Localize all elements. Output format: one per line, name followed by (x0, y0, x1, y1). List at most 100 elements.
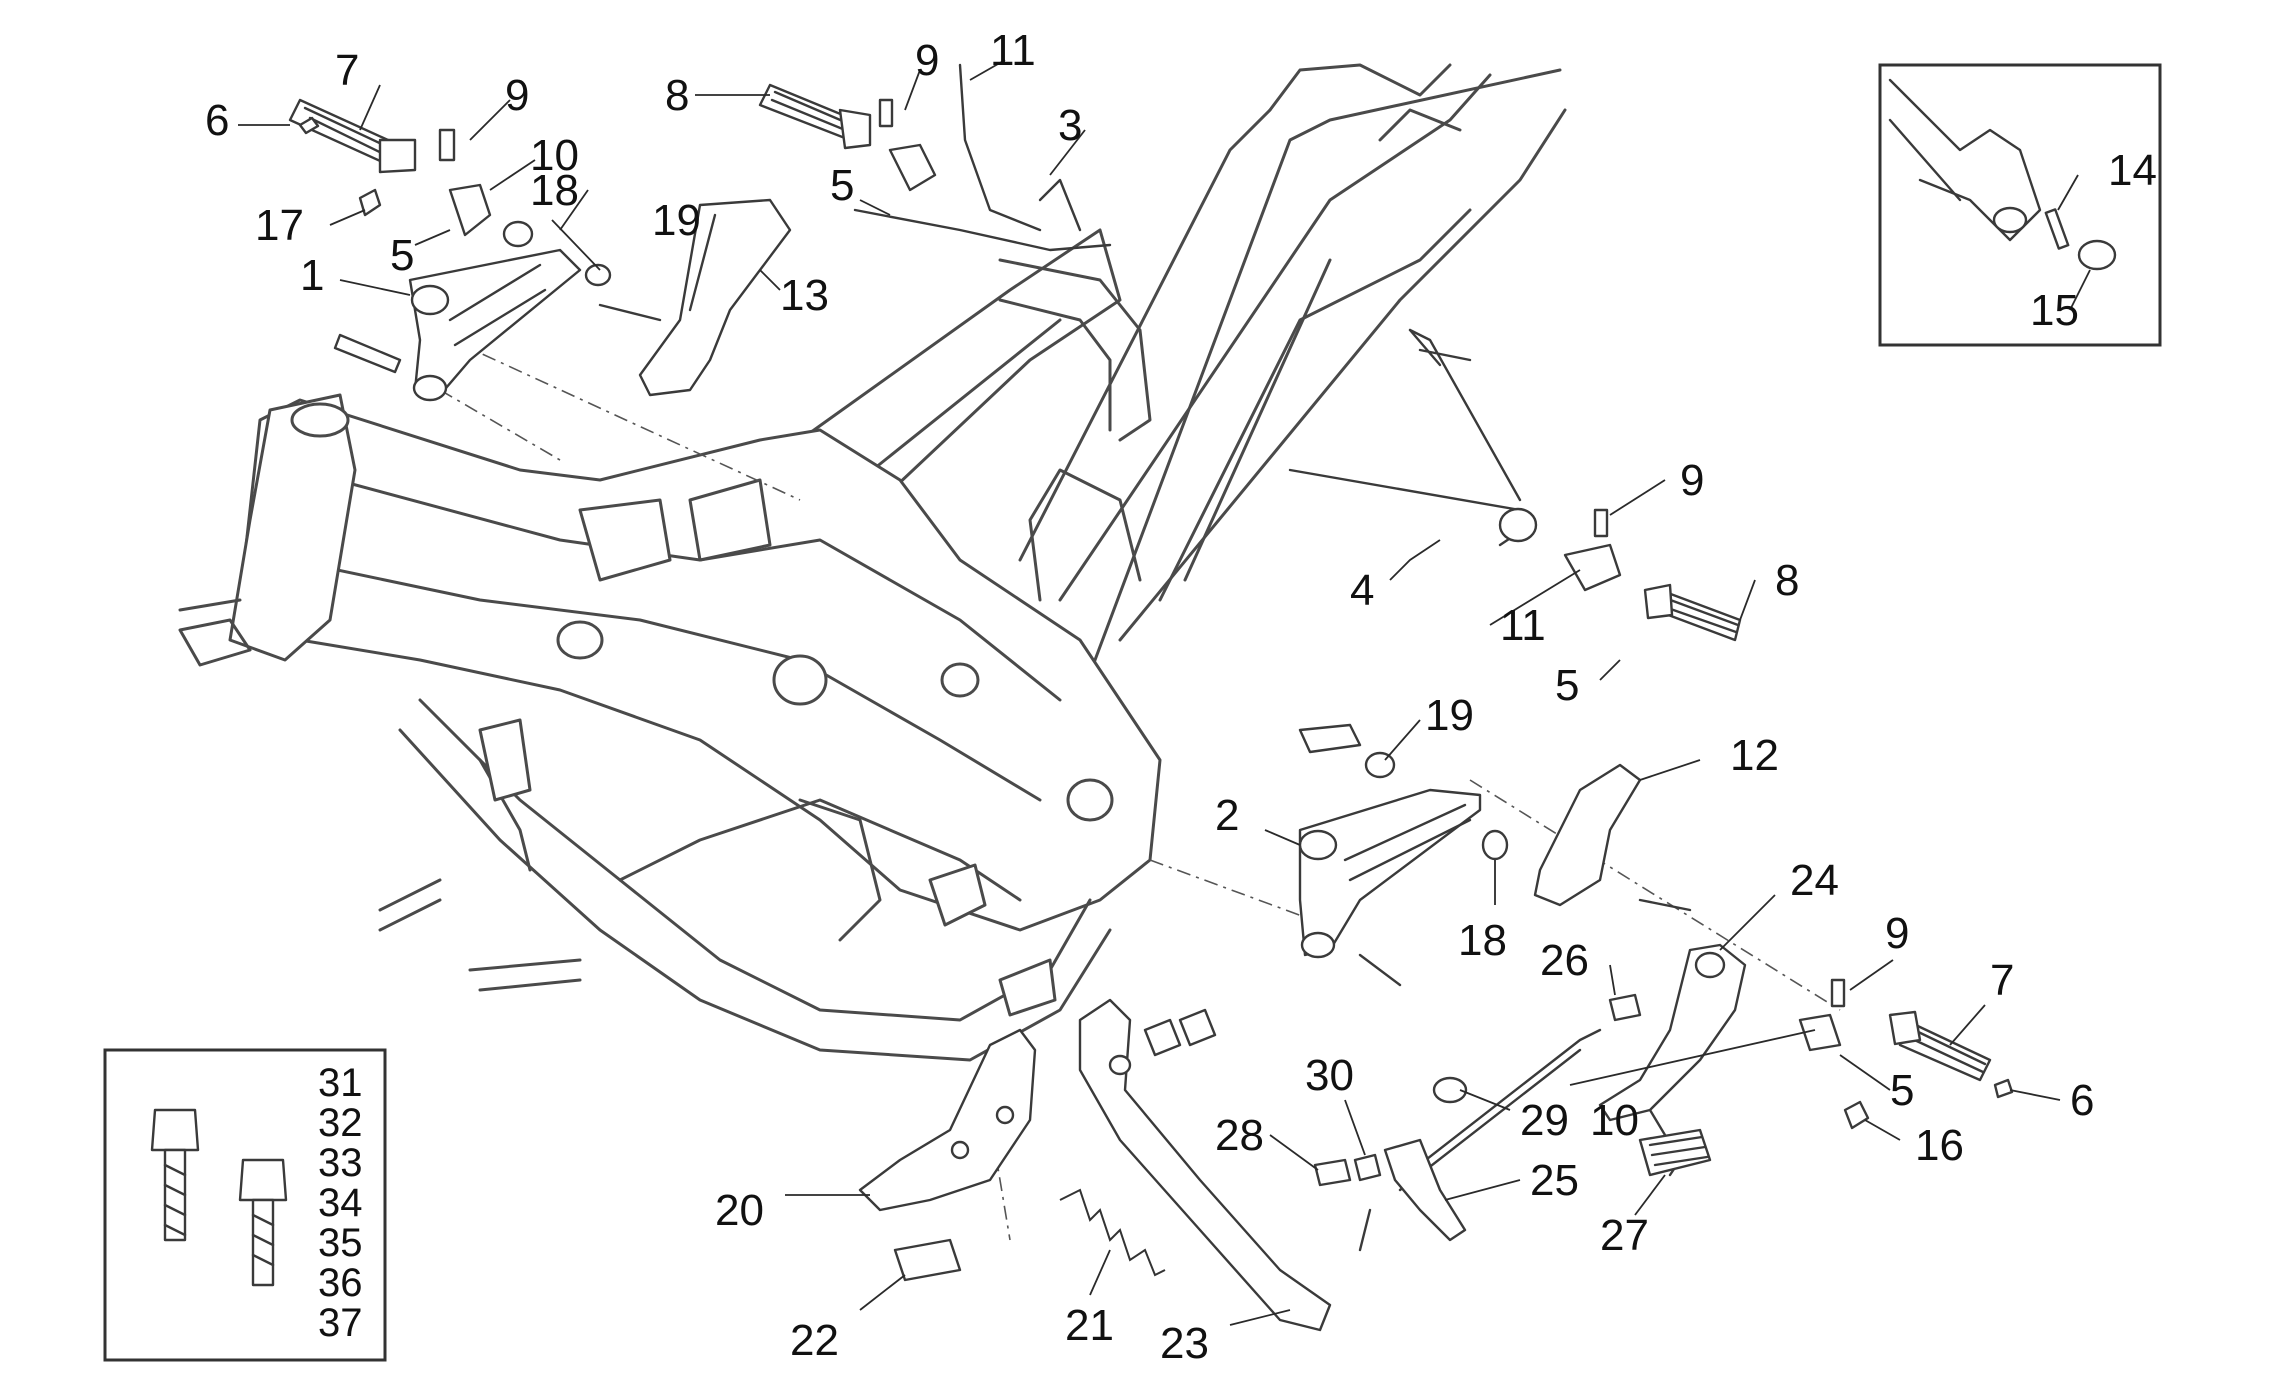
leader-lines (238, 59, 2091, 1326)
callout-9: 9 (505, 71, 529, 120)
footrest-bracket-1 (408, 248, 582, 402)
rod-29 (1398, 1028, 1602, 1182)
inset-number: 31 (318, 1061, 363, 1105)
callout-5: 5 (390, 231, 414, 280)
pivot-11-right (1563, 543, 1622, 592)
footpeg-8-left (758, 83, 872, 150)
pivot-10-left (448, 183, 492, 237)
inset-number: 36 (318, 1261, 363, 1305)
inset-number: 35 (318, 1221, 363, 1265)
pin-9-right (1593, 508, 1609, 538)
footrest-bracket-2 (1298, 788, 1482, 959)
rod-3 (853, 208, 1112, 252)
callout-23: 23 (1160, 1319, 1209, 1368)
rod-end-29 (1432, 1076, 1468, 1104)
pivot-11-top (888, 143, 937, 192)
callout-11: 11 (1500, 601, 1546, 650)
right-rider-footrest-assembly (1298, 723, 1692, 987)
bolt-19-right (1298, 723, 1362, 754)
callout-24: 24 (1790, 856, 1839, 905)
inset-number: 37 (318, 1301, 363, 1345)
clip-6-right (1993, 1078, 2014, 1099)
callout-9: 9 (1885, 909, 1909, 958)
heel-guard-13 (638, 198, 792, 397)
nut-30 (1353, 1153, 1382, 1182)
callout-10: 10 (530, 131, 579, 180)
callout-26: 26 (1540, 936, 1589, 985)
washer-18-right (1481, 829, 1509, 861)
callout-5: 5 (1890, 1066, 1914, 1115)
spring-17 (358, 188, 382, 217)
callout-30: 30 (1305, 1051, 1354, 1100)
bolt-long (150, 1108, 200, 1242)
bolt-1b (333, 333, 402, 374)
callout-25: 25 (1530, 1156, 1579, 1205)
callout-5: 5 (830, 161, 854, 210)
callout-21: 21 (1065, 1301, 1114, 1350)
callout-6: 6 (2070, 1076, 2094, 1125)
bolt-short (238, 1158, 288, 1287)
pivot-10-right (1798, 1013, 1842, 1052)
footpeg-7-left (288, 98, 417, 174)
callout-19: 19 (1425, 691, 1474, 740)
callout-29: 29 (1520, 1096, 1569, 1145)
footpeg-8-right (1643, 583, 1742, 642)
callout-18: 18 (1458, 916, 1507, 965)
main-frame (178, 63, 1567, 1062)
spring-16 (1843, 1100, 1870, 1130)
callout-27: 27 (1600, 1211, 1649, 1260)
balljoint-26 (1608, 993, 1642, 1022)
callout-9: 9 (1680, 456, 1704, 505)
side-stand-23 (1078, 998, 1332, 1332)
bolt-1 (598, 303, 662, 322)
callout-16: 16 (1915, 1121, 1964, 1170)
pin-9-top (878, 98, 894, 128)
left-passenger-footrest-assembly (758, 63, 1112, 252)
inset-number: 34 (318, 1181, 363, 1225)
callout-28: 28 (1215, 1111, 1264, 1160)
callout-10: 10 (1590, 1096, 1639, 1145)
stay-11 (958, 63, 1042, 232)
callout-14: 14 (2108, 146, 2157, 195)
footpeg-7-right (1888, 1010, 1992, 1082)
callout-9: 9 (915, 36, 939, 85)
callout-2: 2 (1215, 791, 1239, 840)
inset-box-pivot-detail (1878, 63, 2162, 347)
pin-9-lower (1830, 978, 1846, 1008)
callout-19: 19 (652, 196, 701, 245)
callout-18: 18 (530, 166, 579, 215)
lever-25 (1383, 1138, 1467, 1242)
inset-number: 33 (318, 1141, 363, 1185)
gear-lever-assembly (1313, 943, 2014, 1252)
stand-spring-21 (1059, 1188, 1166, 1277)
callout-11: 11 (990, 26, 1036, 75)
washer-19-right (1364, 751, 1396, 779)
callout-8: 8 (665, 71, 689, 120)
inset-number: 32 (318, 1101, 363, 1145)
callout-15: 15 (2030, 286, 2079, 335)
bolt-28 (1313, 1158, 1352, 1187)
callout-numbers: 1 2 3 4 5 5 5 5 6 6 7 7 8 8 9 9 9 9 10 1… (205, 26, 2157, 1368)
callout-12: 12 (1730, 731, 1779, 780)
callout-6: 6 (205, 96, 229, 145)
callout-22: 22 (790, 1316, 839, 1365)
callout-4: 4 (1350, 566, 1374, 615)
rod-4 (1288, 328, 1532, 547)
washer-19-left (584, 263, 612, 287)
callout-3: 3 (1058, 101, 1082, 150)
clip-6-left (298, 116, 320, 135)
callout-20: 20 (715, 1186, 764, 1235)
heel-guard-12 (1533, 763, 1642, 907)
callout-7: 7 (335, 46, 359, 95)
callout-8: 8 (1775, 556, 1799, 605)
right-passenger-footrest-assembly (1288, 328, 1742, 642)
left-rider-footrest-assembly (288, 98, 792, 402)
side-stand-assembly (858, 998, 1332, 1332)
callout-17: 17 (255, 201, 304, 250)
bolt-22 (893, 1238, 962, 1282)
washer-18-left (502, 220, 534, 248)
inset-box-bolts: 31 32 33 34 35 36 37 (103, 1048, 387, 1362)
callout-13: 13 (780, 271, 829, 320)
